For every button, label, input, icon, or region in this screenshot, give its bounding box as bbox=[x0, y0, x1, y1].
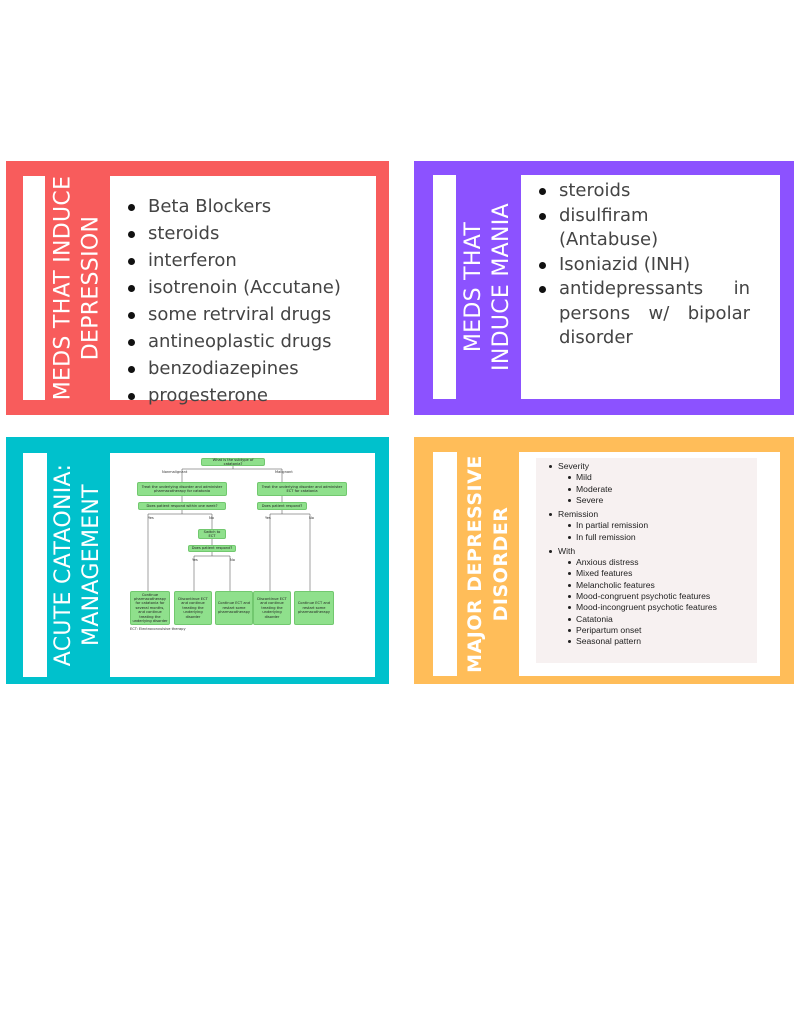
list-item: Moderate bbox=[536, 484, 757, 495]
flow-discontinue-ect: Discontinue ECT and continue treating th… bbox=[174, 591, 212, 625]
flow-label-nonmalignant: Nonmalignant bbox=[162, 470, 188, 474]
list-item: Severity bbox=[536, 461, 757, 472]
flow-continue-pharmacotherapy: Continue pharmacotherapy for catatonia f… bbox=[130, 591, 170, 625]
card-left-strip bbox=[23, 176, 45, 400]
title-line-2: INDUCE MANIA bbox=[489, 203, 514, 371]
flow-label-no: No bbox=[230, 558, 235, 562]
flow-label-no: No bbox=[209, 516, 214, 520]
flow-label-no: No bbox=[309, 516, 314, 520]
list-item: Mild bbox=[536, 472, 757, 483]
list-item: progesterone bbox=[125, 382, 376, 409]
list-item: Mood-congruent psychotic features bbox=[536, 591, 757, 602]
list-item: Mixed features bbox=[536, 568, 757, 579]
flow-label-yes: Yes bbox=[192, 558, 198, 562]
card-title: MEDS THAT INDUCE DEPRESSION bbox=[45, 175, 109, 401]
card-left-strip bbox=[23, 453, 47, 677]
card-content: steroids disulfiram (Antabuse) Isoniazid… bbox=[521, 175, 780, 399]
flow-treat-ect: Treat the underlying disorder and admini… bbox=[257, 482, 347, 496]
list-item: Mood-incongruent psychotic features bbox=[536, 602, 757, 613]
flow-continue-ect-right: Continue ECT and restart some pharmacoth… bbox=[294, 591, 334, 625]
flow-question-respond-mid: Does patient respond? bbox=[188, 545, 236, 552]
card-title: ACUTE CATAONIA: MANAGEMENT bbox=[47, 453, 110, 677]
flow-question-respond-right: Does patient respond? bbox=[257, 502, 307, 510]
list-item: Catatonia bbox=[536, 614, 757, 625]
list-item: antineoplastic drugs bbox=[125, 328, 376, 355]
list-item: In partial remission bbox=[536, 520, 757, 531]
card-left-strip bbox=[433, 175, 456, 399]
card-major-depressive-disorder: MAJOR DEPRESSIVE DISORDER Severity Mild … bbox=[414, 437, 794, 684]
list-item: steroids bbox=[536, 179, 750, 204]
card-content: What is the subtype of catatonia? Nonmal… bbox=[110, 453, 375, 677]
title-line-1: MAJOR DEPRESSIVE bbox=[464, 455, 487, 673]
list-item: antidepressants in persons w/ bipolar di… bbox=[536, 277, 750, 351]
list-item: Anxious distress bbox=[536, 557, 757, 568]
title-line-1: MEDS THAT bbox=[461, 221, 486, 353]
flow-label-malignant: Malignant bbox=[275, 470, 293, 474]
title-line-2: DISORDER bbox=[490, 506, 513, 622]
flow-switch-ect: Switch to ECT bbox=[198, 529, 226, 539]
flowchart-connectors bbox=[147, 465, 311, 591]
title-line-1: ACUTE CATAONIA: bbox=[51, 463, 77, 667]
title-line-2: DEPRESSION bbox=[78, 215, 103, 361]
flow-continue-ect: Continue ECT and restart some pharmacoth… bbox=[215, 591, 253, 625]
list-item: some retrviral drugs bbox=[125, 301, 376, 328]
flow-question-respond-week: Does patient respond within one week? bbox=[138, 502, 226, 510]
card-left-strip bbox=[433, 452, 457, 676]
list-item: benzodiazepines bbox=[125, 355, 376, 382]
card-title: MAJOR DEPRESSIVE DISORDER bbox=[457, 452, 519, 676]
card-title: MEDS THAT INDUCE MANIA bbox=[456, 175, 520, 399]
list-item: steroids bbox=[125, 220, 376, 247]
mdd-specifier-list: Severity Mild Moderate Severe Remission … bbox=[536, 458, 757, 663]
list-item: Peripartum onset bbox=[536, 625, 757, 636]
title-line-1: MEDS THAT INDUCE bbox=[50, 175, 75, 401]
list-item: interferon bbox=[125, 247, 376, 274]
title-line-2: MANAGEMENT bbox=[79, 484, 105, 646]
card-content: Beta Blockers steroids interferon isotre… bbox=[110, 176, 376, 406]
list-item: With bbox=[536, 546, 757, 557]
card-acute-catatonia: ACUTE CATAONIA: MANAGEMENT bbox=[6, 437, 389, 684]
flow-label-yes: Yes bbox=[148, 516, 154, 520]
list-item: Remission bbox=[536, 509, 757, 520]
flow-treat-pharmacotherapy: Treat the underlying disorder and admini… bbox=[137, 482, 227, 496]
list-item: isotrenoin (Accutane) bbox=[125, 274, 376, 301]
list-item: Isoniazid (INH) bbox=[536, 253, 750, 278]
meds-list: steroids disulfiram (Antabuse) Isoniazid… bbox=[536, 179, 750, 351]
flow-question-subtype: What is the subtype of catatonia? bbox=[201, 458, 265, 466]
list-item: Severe bbox=[536, 495, 757, 506]
list-item: disulfiram (Antabuse) bbox=[536, 204, 750, 253]
meds-list: Beta Blockers steroids interferon isotre… bbox=[125, 193, 376, 409]
list-item: In full remission bbox=[536, 532, 757, 543]
flow-discontinue-ect-right: Discontinue ECT and continue treating th… bbox=[253, 591, 291, 625]
catatonia-flowchart: What is the subtype of catatonia? Nonmal… bbox=[110, 453, 360, 673]
card-content: Severity Mild Moderate Severe Remission … bbox=[519, 452, 780, 676]
list-item: Seasonal pattern bbox=[536, 636, 757, 647]
card-meds-induce-depression: MEDS THAT INDUCE DEPRESSION Beta Blocker… bbox=[6, 161, 389, 415]
flow-footnote: ECT: Electroconvulsive therapy bbox=[130, 627, 186, 631]
card-meds-induce-mania: MEDS THAT INDUCE MANIA steroids disulfir… bbox=[414, 161, 794, 415]
flow-label-yes: Yes bbox=[265, 516, 271, 520]
list-item: Melancholic features bbox=[536, 580, 757, 591]
list-item: Beta Blockers bbox=[125, 193, 376, 220]
